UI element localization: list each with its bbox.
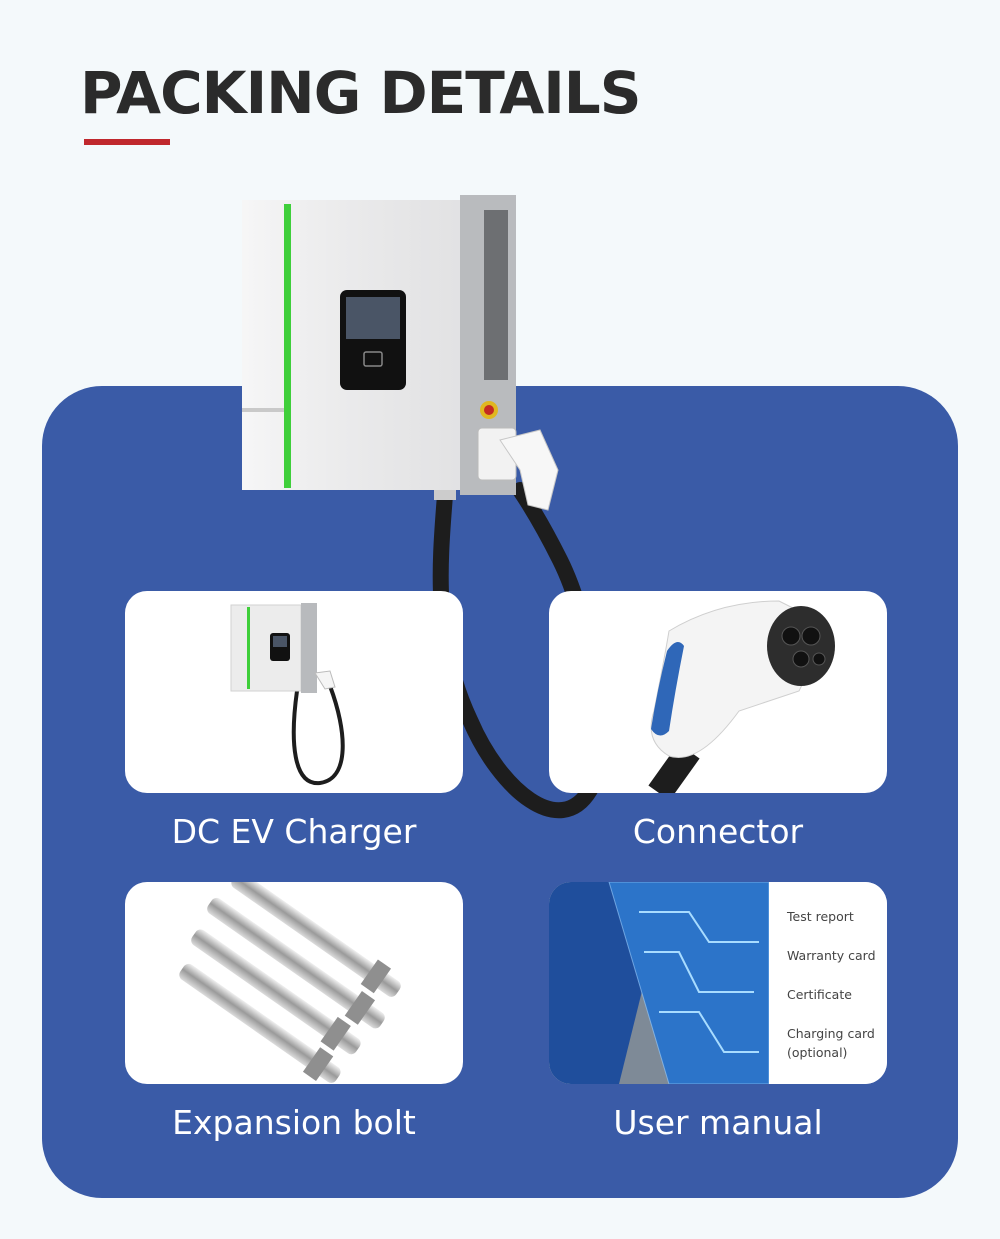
manual-image bbox=[549, 882, 887, 1084]
page-title: PACKING DETAILS bbox=[80, 59, 642, 127]
doc-certificate: Certificate bbox=[787, 987, 852, 1003]
item-caption-connector: Connector bbox=[632, 812, 804, 851]
item-card-manual: Test report Warranty card Certificate Ch… bbox=[549, 882, 887, 1084]
doc-test-report: Test report bbox=[787, 909, 854, 924]
item-caption-manual: User manual bbox=[613, 1103, 823, 1142]
charger-image bbox=[230, 603, 345, 786]
manual-doc-list: Test report Warranty card Certificate Ch… bbox=[787, 908, 883, 1083]
connector-image bbox=[648, 600, 835, 793]
item-caption-bolt: Expansion bolt bbox=[172, 1103, 416, 1142]
item-card-connector bbox=[549, 591, 887, 793]
item-card-bolt bbox=[125, 882, 463, 1084]
item-caption-charger: DC EV Charger bbox=[171, 812, 417, 851]
title-underline bbox=[84, 139, 170, 145]
item-card-charger bbox=[125, 591, 463, 793]
doc-warranty-card: Warranty card bbox=[787, 948, 876, 964]
doc-charging-card: Charging card (optional) bbox=[787, 1026, 875, 1060]
bolt-image bbox=[179, 882, 401, 1083]
